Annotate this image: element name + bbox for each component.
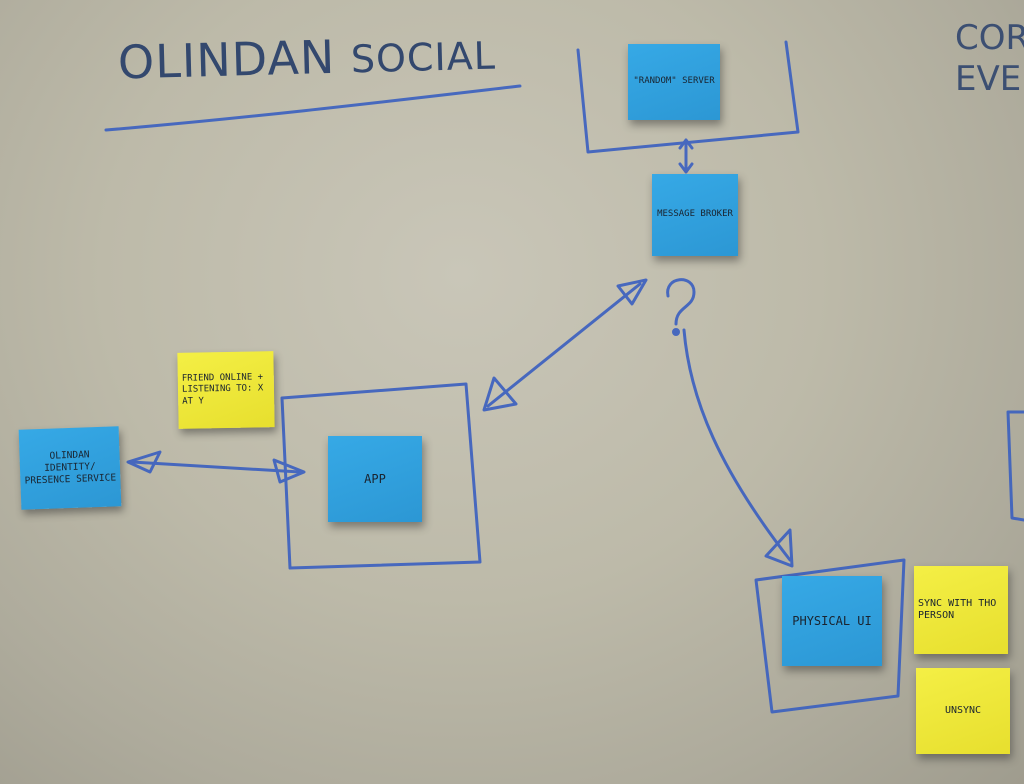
title-word-social: SOCIAL (350, 33, 497, 82)
note-app: APP (328, 436, 422, 522)
broker-physical-arrow (682, 328, 792, 562)
note-unsync: UNSYNC (916, 668, 1010, 754)
corner-text-line2: EVEN (955, 58, 1024, 99)
title-word-olindan: OLINDAN (117, 29, 336, 90)
app-box (280, 382, 482, 570)
server-broker-link (678, 138, 694, 174)
physical-ui-box (754, 558, 906, 714)
note-sync-with-person: SYNC WITH THO PERSON (914, 566, 1008, 654)
note-physical-ui: PHYSICAL UI (782, 576, 882, 666)
note-identity-service: OLINDAN IDENTITY/ PRESENCE SERVICE (18, 426, 122, 510)
note-random-server: "RANDOM" SERVER (628, 44, 720, 120)
question-mark (666, 278, 696, 326)
corner-text: COR EVEN (955, 18, 1024, 100)
note-message-broker: MESSAGE BROKER (652, 174, 738, 256)
right-edge-box (1006, 410, 1024, 522)
app-broker-arrow (486, 282, 642, 408)
corner-text-line1: COR (955, 18, 1024, 58)
board-title: OLINDAN SOCIAL (117, 25, 538, 96)
note-friend-status: FRIEND ONLINE + LISTENING TO: X AT Y (177, 351, 275, 429)
title-underline (104, 84, 522, 132)
server-box (576, 40, 800, 154)
identity-app-arrow (130, 460, 302, 474)
